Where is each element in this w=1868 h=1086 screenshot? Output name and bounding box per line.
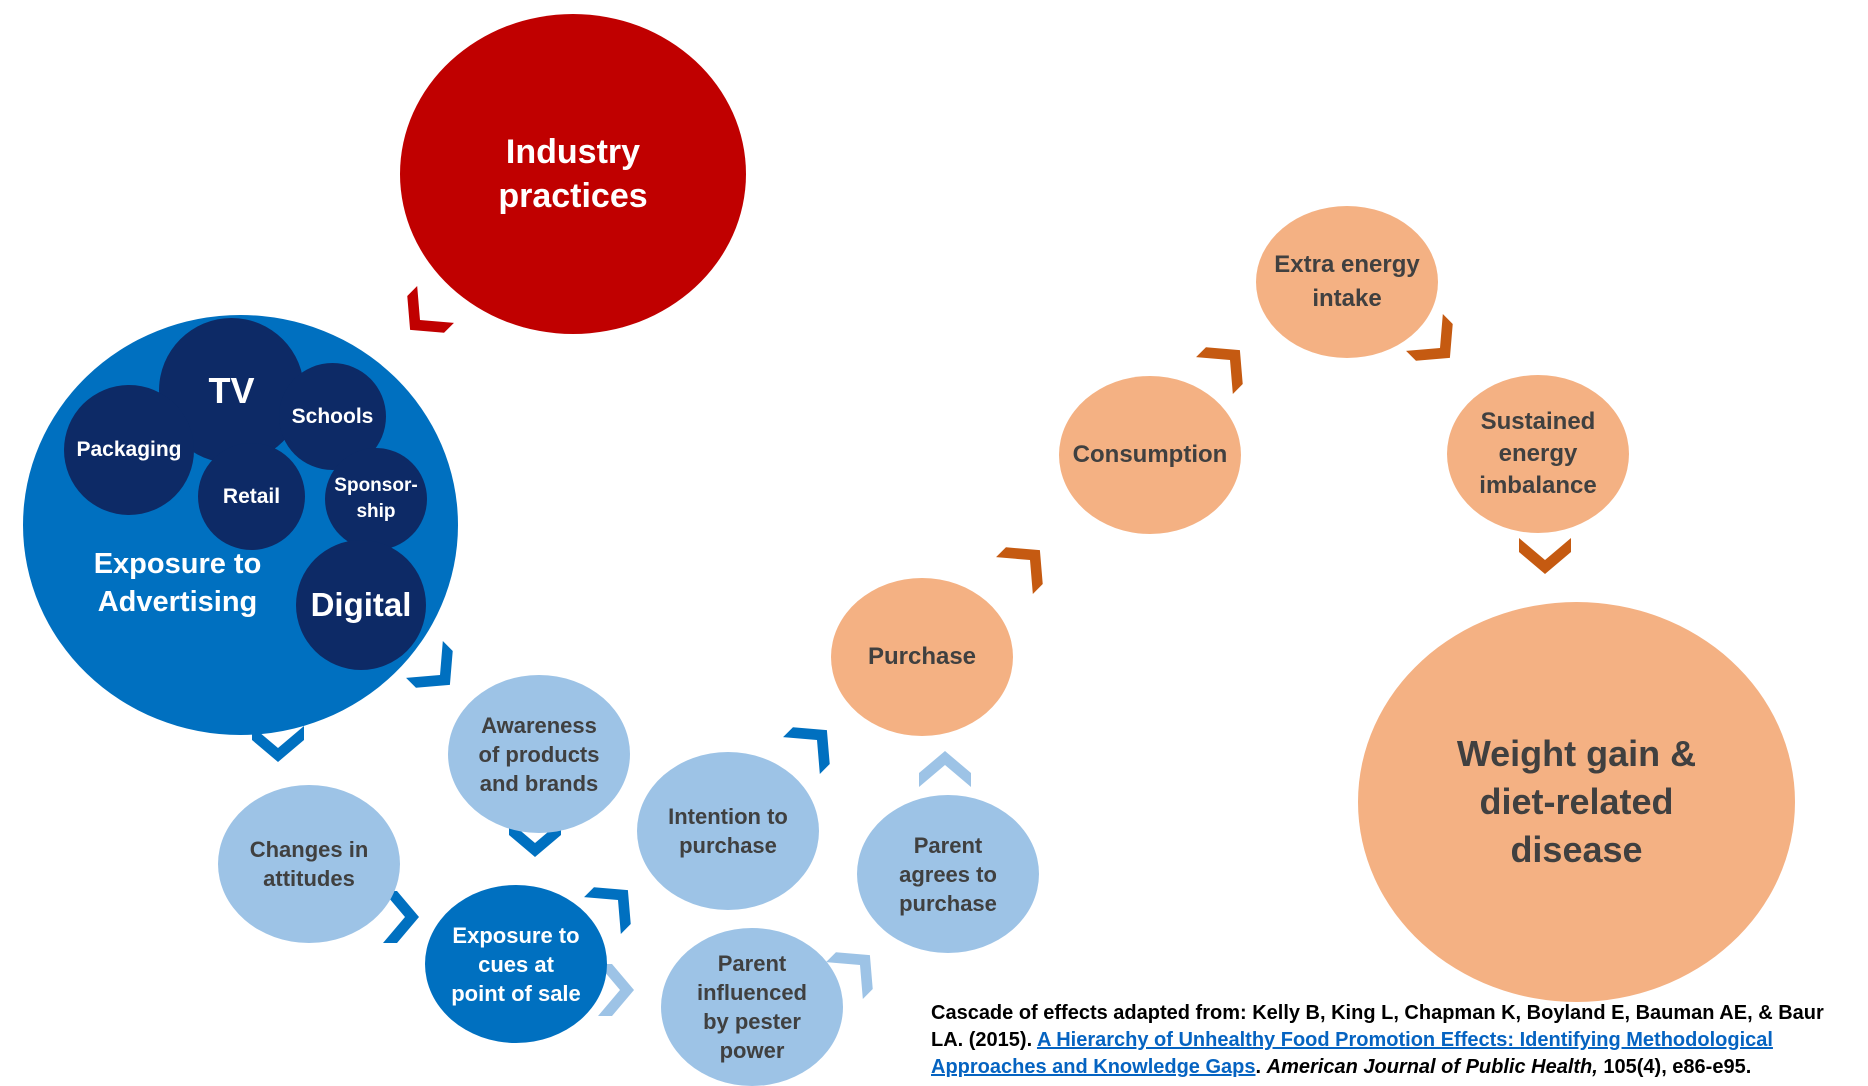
packaging-channel-node: Packaging — [64, 385, 194, 515]
arrow-cues-to-pester — [598, 964, 634, 1016]
consumption-node: Consumption — [1059, 376, 1241, 534]
awareness-node: Awareness of products and brands — [448, 675, 630, 833]
exposure-to-cues-node: Exposure to cues at point of sale — [425, 885, 607, 1043]
arrow-awareness-to-cues — [509, 821, 561, 857]
industry-practices-node: Industry practices — [400, 14, 746, 334]
purchase-node: Purchase — [831, 578, 1013, 736]
arrow-consumption-to-extra-energy — [1196, 347, 1243, 394]
exposure-to-advertising-label: Exposure to Advertising — [93, 548, 262, 618]
sponsorship-channel-node: Sponsor- ship — [325, 448, 427, 550]
arrow-attitudes-to-cues — [383, 891, 419, 943]
retail-channel-node: Retail — [198, 443, 305, 550]
parent-agrees-node: Parent agrees to purchase — [857, 795, 1039, 953]
intention-to-purchase-node: Intention to purchase — [637, 752, 819, 910]
citation: Cascade of effects adapted from: Kelly B… — [931, 1000, 1856, 1081]
sustained-energy-imbalance-node: Sustained energy imbalance — [1447, 375, 1629, 533]
citation-suffix: 105(4), e86-e95. — [1597, 1056, 1752, 1078]
arrow-sustained-to-weight-gain — [1519, 538, 1571, 574]
arrow-advertising-to-attitudes — [252, 726, 304, 762]
arrow-pester-to-parent — [826, 952, 873, 999]
pester-power-node: Parent influenced by pester power — [661, 928, 843, 1086]
changes-in-attitudes-node: Changes in attitudes — [218, 785, 400, 943]
arrow-advertising-to-awareness — [406, 641, 453, 688]
citation-journal: American Journal of Public Health, — [1266, 1056, 1598, 1078]
digital-channel-node: Digital — [296, 540, 426, 670]
extra-energy-intake-node: Extra energy intake — [1256, 206, 1438, 358]
arrow-intention-to-purchase — [783, 727, 830, 774]
weight-gain-disease-node: Weight gain & diet-related disease — [1358, 602, 1795, 1002]
arrow-cues-to-intention — [584, 887, 631, 934]
citation-mid: . — [1255, 1056, 1267, 1078]
citation-prefix: Cascade of effects adapted from: Kelly B… — [931, 1002, 1824, 1051]
arrow-industry-to-advertising — [407, 286, 454, 333]
arrow-extra-energy-to-sustained — [1406, 314, 1453, 361]
arrow-parent-to-purchase — [919, 751, 971, 787]
arrow-purchase-to-consumption — [996, 547, 1043, 594]
